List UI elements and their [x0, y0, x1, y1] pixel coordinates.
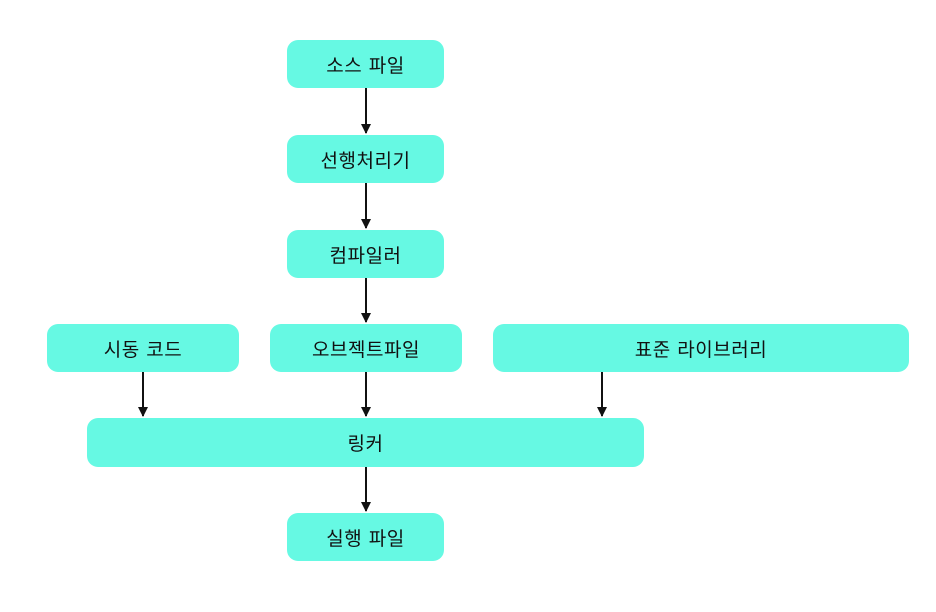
node-label: 시동 코드: [103, 338, 183, 361]
node-preprocessor: 선행처리기: [287, 135, 444, 183]
node-linker: 링커: [87, 418, 644, 467]
node-compiler: 컴파일러: [287, 230, 444, 278]
node-label: 소스 파일: [326, 54, 405, 77]
node-standard-library: 표준 라이브러리: [493, 324, 909, 372]
node-label: 표준 라이브러리: [634, 338, 768, 361]
node-label: 오브젝트파일: [312, 338, 420, 361]
node-startup-code: 시동 코드: [47, 324, 239, 372]
node-label: 실행 파일: [326, 527, 405, 550]
node-executable-file: 실행 파일: [287, 513, 444, 561]
node-object-file: 오브젝트파일: [270, 324, 462, 372]
node-label: 선행처리기: [320, 149, 411, 172]
node-label: 컴파일러: [329, 244, 402, 267]
node-source-file: 소스 파일: [287, 40, 444, 88]
node-label: 링커: [347, 433, 384, 455]
